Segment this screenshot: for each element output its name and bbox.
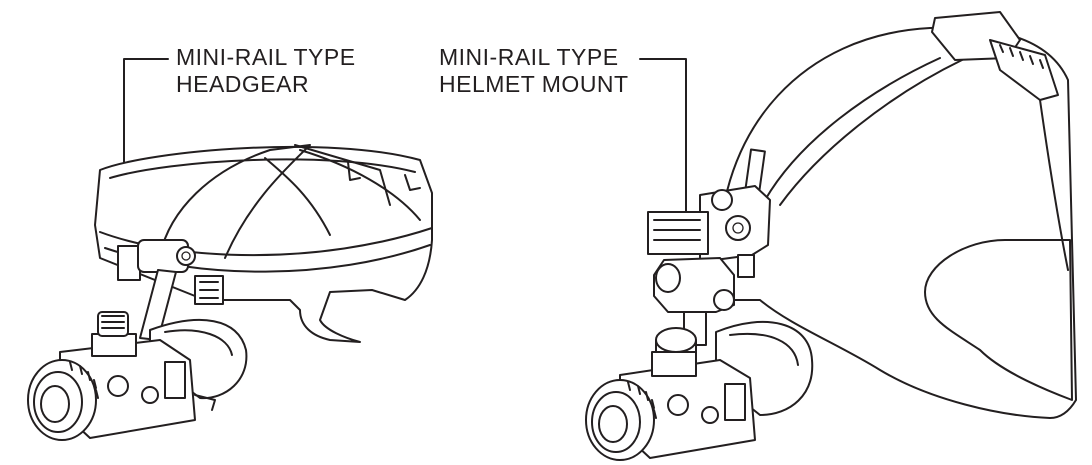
headgear-label-line1: MINI-RAIL TYPE <box>176 44 356 70</box>
helmet-mount-label-line2: HELMET MOUNT <box>439 71 629 97</box>
leader-line-helmet-mount <box>639 58 687 251</box>
headgear-illustration <box>27 144 433 441</box>
headgear-label-line2: HEADGEAR <box>176 71 310 97</box>
helmet-illustration <box>585 11 1077 461</box>
helmet-mount-label: MINI-RAIL TYPE HELMET MOUNT <box>439 44 629 98</box>
headgear-label: MINI-RAIL TYPE HEADGEAR <box>176 44 356 98</box>
helmet-mount-label-line1: MINI-RAIL TYPE <box>439 44 619 70</box>
